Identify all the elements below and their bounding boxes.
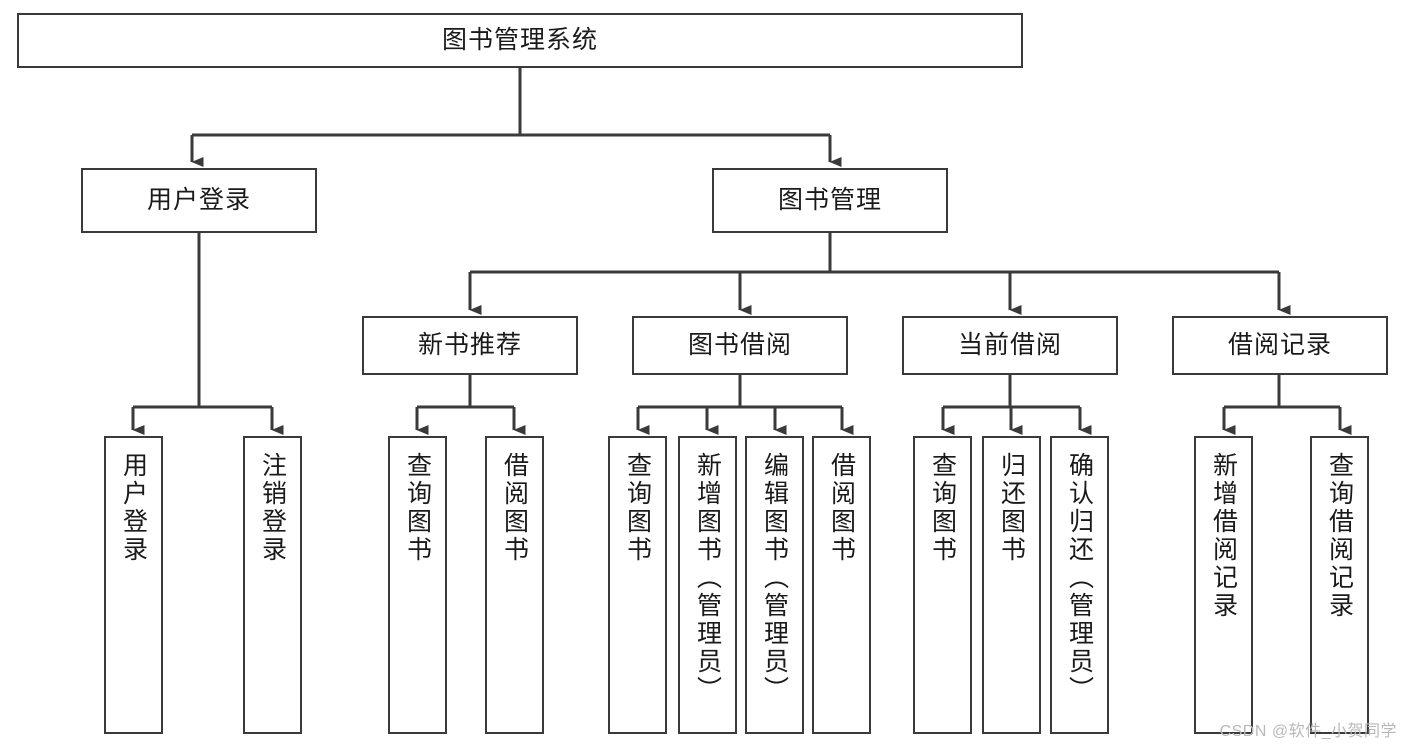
leaf-edit-book-admin[interactable]: 编辑图书（管理员） — [745, 436, 804, 734]
node-label: 归还图书 — [997, 452, 1026, 564]
node-label: 借阅图书 — [500, 452, 529, 564]
leaf-borrow-book[interactable]: 借阅图书 — [812, 436, 871, 734]
node-user-login[interactable]: 用户登录 — [81, 168, 317, 233]
leaf-query-book-current[interactable]: 查询图书 — [913, 436, 972, 734]
node-label: 新书推荐 — [417, 330, 522, 359]
node-label: 用户登录 — [119, 452, 148, 564]
node-label: 新增借阅记录 — [1209, 452, 1238, 620]
node-label: 确认归还（管理员） — [1065, 452, 1094, 704]
node-label: 借阅记录 — [1227, 330, 1332, 359]
leaf-query-borrow-record[interactable]: 查询借阅记录 — [1310, 436, 1369, 734]
node-label: 编辑图书（管理员） — [760, 452, 789, 704]
node-current-borrow[interactable]: 当前借阅 — [902, 316, 1118, 375]
leaf-confirm-return-admin[interactable]: 确认归还（管理员） — [1050, 436, 1109, 734]
node-book-borrow[interactable]: 图书借阅 — [632, 316, 848, 375]
leaf-user-login[interactable]: 用户登录 — [104, 436, 163, 734]
node-label: 查询图书 — [928, 452, 957, 564]
node-label: 新增图书（管理员） — [693, 452, 722, 704]
leaf-query-book-recommend[interactable]: 查询图书 — [388, 436, 447, 734]
node-label: 查询借阅记录 — [1325, 452, 1354, 620]
leaf-add-borrow-record[interactable]: 新增借阅记录 — [1194, 436, 1253, 734]
node-root-library-system[interactable]: 图书管理系统 — [17, 13, 1023, 68]
node-borrow-record[interactable]: 借阅记录 — [1172, 316, 1388, 375]
leaf-user-logout[interactable]: 注销登录 — [243, 436, 302, 734]
node-label: 用户登录 — [146, 185, 251, 214]
node-label: 查询图书 — [403, 452, 432, 564]
node-label: 借阅图书 — [827, 452, 856, 564]
leaf-return-book[interactable]: 归还图书 — [982, 436, 1041, 734]
node-new-book-recommend[interactable]: 新书推荐 — [362, 316, 578, 375]
node-label: 注销登录 — [258, 452, 287, 564]
node-label: 当前借阅 — [957, 330, 1062, 359]
leaf-add-book-admin[interactable]: 新增图书（管理员） — [678, 436, 737, 734]
leaf-query-book-borrow[interactable]: 查询图书 — [608, 436, 667, 734]
node-label: 图书管理系统 — [441, 25, 598, 54]
node-book-management[interactable]: 图书管理 — [712, 168, 948, 233]
node-label: 查询图书 — [623, 452, 652, 564]
node-label: 图书借阅 — [687, 330, 792, 359]
node-label: 图书管理 — [777, 185, 882, 214]
leaf-borrow-book-recommend[interactable]: 借阅图书 — [485, 436, 544, 734]
